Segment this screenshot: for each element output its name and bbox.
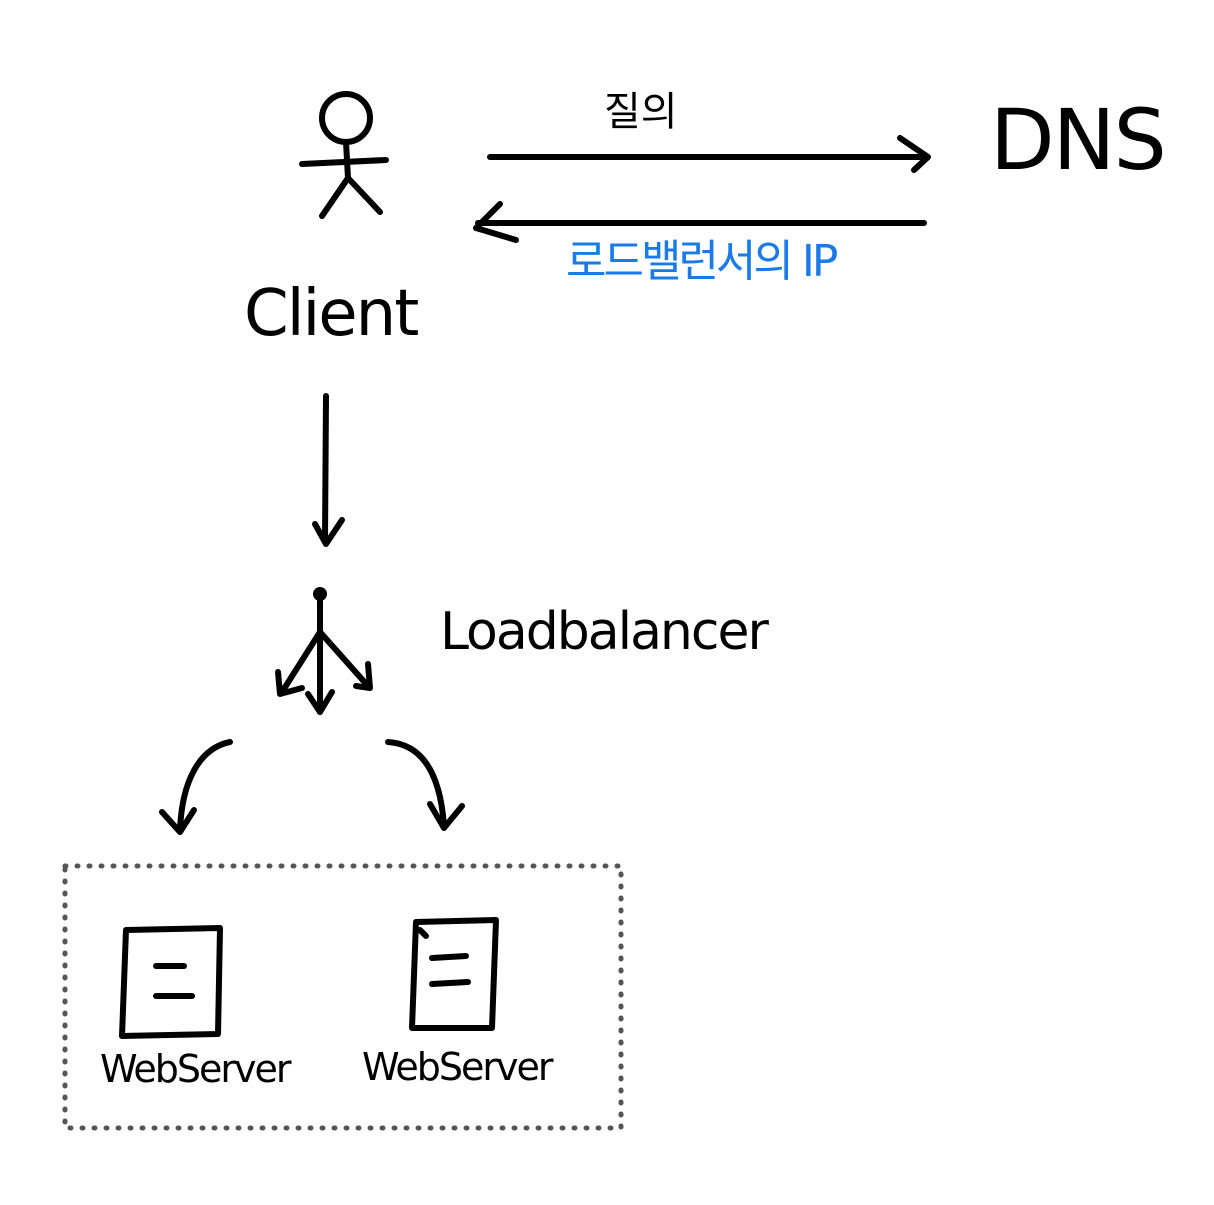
client-person-icon xyxy=(299,91,389,219)
server-icon xyxy=(119,925,223,1039)
response-arrow xyxy=(473,201,927,243)
loadbalancer-label: Loadbalancer xyxy=(440,602,769,662)
client-label: Client xyxy=(244,277,419,351)
query-arrow xyxy=(487,135,931,173)
dns-label: DNS xyxy=(990,91,1167,189)
response-label: 로드밸런서의 IP xyxy=(566,236,838,287)
branch-arrow-right xyxy=(385,739,465,831)
branch-arrow-left xyxy=(159,739,233,835)
loadbalancer-icon xyxy=(275,587,373,715)
server-icon xyxy=(409,917,499,1031)
query-label: 질의 xyxy=(604,89,678,135)
client-to-lb-arrow xyxy=(312,393,345,547)
webserver-group-box xyxy=(62,863,624,1131)
webserver-label: WebServer xyxy=(362,1045,553,1089)
webserver-label: WebServer xyxy=(100,1047,291,1091)
